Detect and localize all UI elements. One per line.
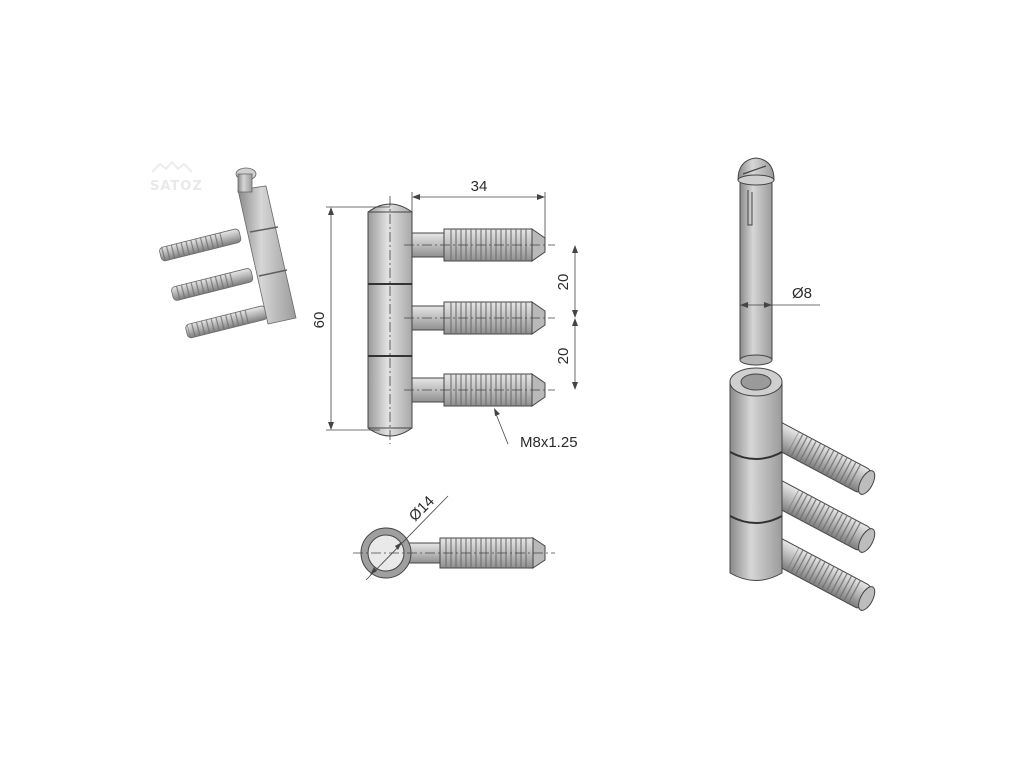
dimension-height: 60 bbox=[311, 206, 390, 431]
dimension-spacing-lower-label: 20 bbox=[555, 348, 572, 365]
dimension-pin-diameter: Ø8 bbox=[740, 285, 820, 308]
hinge-photo: SATOZ bbox=[150, 160, 297, 339]
dimension-height-label: 60 bbox=[311, 312, 328, 329]
thread-callout: M8x1.25 bbox=[494, 408, 578, 451]
watermark-text: SATOZ bbox=[150, 179, 203, 194]
dimension-length-label: 34 bbox=[471, 178, 488, 195]
bolt-iso-bottom bbox=[765, 537, 876, 611]
dimension-length: 34 bbox=[411, 178, 546, 238]
pin-diameter-label: Ø8 bbox=[792, 285, 812, 302]
hinge-top-view: Ø14 bbox=[353, 493, 555, 581]
dimension-spacing-lower: 20 bbox=[555, 318, 578, 390]
watermark-logo: SATOZ bbox=[150, 160, 203, 194]
hinge-pin bbox=[737, 157, 775, 366]
hinge-barrel bbox=[729, 367, 783, 581]
barrel-diameter-label: Ø14 bbox=[406, 493, 438, 525]
dimension-spacing-upper-label: 20 bbox=[555, 274, 572, 291]
thread-label: M8x1.25 bbox=[520, 434, 578, 451]
hinge-exploded-view: Ø8 bbox=[729, 157, 876, 611]
dimension-spacing-upper: 20 bbox=[555, 245, 578, 318]
hinge-side-view: 34 60 20 20 M8x1.25 bbox=[311, 178, 578, 451]
